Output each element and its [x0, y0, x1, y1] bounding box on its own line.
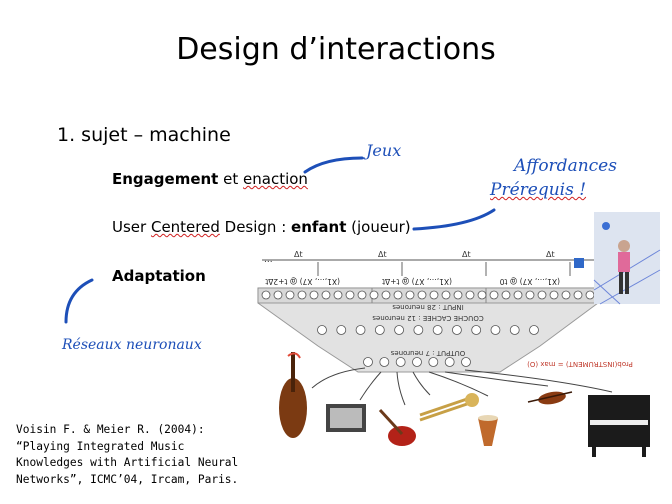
neuron: [381, 290, 391, 300]
item-engagement: Engagement et enaction: [112, 170, 308, 188]
citation-line4: Networks”, ICMC’04, Ircam, Paris.: [16, 472, 239, 486]
neuron: [428, 357, 439, 367]
time-label-2: (X1,…, X7) @ t+Δt: [382, 277, 452, 286]
neuron: [317, 325, 327, 335]
neuron: [477, 290, 487, 300]
neuron: [537, 290, 547, 300]
neuron: [461, 357, 471, 367]
neuron: [465, 290, 475, 300]
neuron: [379, 357, 390, 367]
annotation-reseaux-neuronaux: Réseaux neuronaux: [62, 337, 202, 353]
neuron: [405, 290, 415, 300]
neuron: [345, 290, 355, 300]
enaction-word: enaction: [243, 170, 308, 188]
neuron: [333, 290, 343, 300]
input-layer-label: INPUT : 28 neurones: [392, 303, 464, 311]
neuron: [336, 325, 347, 335]
hidden-neurons: [317, 325, 539, 335]
citation-line2: “Playing Integrated Music: [16, 439, 185, 453]
time-label-3: (X1,…, X7) @ t0: [499, 277, 560, 286]
output-layer-label: OUTPUT : 7 neurones: [390, 349, 465, 357]
neuron: [453, 290, 463, 300]
input-neurons: [261, 290, 595, 300]
time-label-1: (X1,…, X7) @ t+2Δt: [265, 277, 340, 286]
citation: Voisin F. & Meier R. (2004): “Playing In…: [16, 422, 238, 488]
neuron: [369, 290, 379, 300]
item-user-centered-design: User Centered Design : enfant (joueur): [112, 218, 411, 236]
neuron: [394, 325, 404, 335]
slide-title: Design d’interactions: [176, 32, 496, 67]
neuron: [429, 290, 439, 300]
neuron: [355, 325, 366, 335]
item-adaptation: Adaptation: [112, 267, 206, 285]
delta-t-1: Δt: [294, 250, 303, 259]
neuron: [417, 290, 427, 300]
ucd-part1: User: [112, 218, 151, 236]
neuron: [441, 290, 451, 300]
neuron: [471, 325, 482, 335]
guitar-image: [378, 408, 416, 446]
neuron: [561, 290, 571, 300]
neuron: [513, 290, 523, 300]
annotation-affordances: Affordances: [514, 156, 617, 176]
accordion-image: [326, 404, 366, 432]
neuron: [363, 357, 373, 367]
neuron: [490, 325, 501, 335]
engagement-et: et: [218, 170, 244, 188]
neuron: [525, 290, 535, 300]
neuron: [309, 290, 319, 300]
neuron: [413, 325, 424, 335]
ellipsis-label: ...: [264, 255, 273, 265]
ucd-centered: Centered: [150, 218, 220, 236]
delta-t-4: Δt: [546, 250, 555, 259]
engagement-bold: Engagement: [112, 170, 219, 188]
neuron: [529, 325, 539, 335]
swoosh-ucd: [412, 208, 496, 231]
neuron: [273, 290, 283, 300]
neuron: [374, 325, 385, 335]
piano-image: [588, 395, 650, 457]
cello-image: [279, 352, 307, 438]
citation-line1: Voisin F. & Meier R. (2004):: [16, 423, 205, 436]
ucd-enfant: enfant: [291, 218, 347, 236]
hidden-layer-label: COUCHE CACHEE : 12 neurones: [372, 314, 484, 322]
child-video-thumbnail: [574, 212, 661, 305]
neuron: [509, 325, 520, 335]
neuron: [573, 290, 583, 300]
neuron: [489, 290, 499, 300]
neuron: [585, 290, 595, 300]
delta-t-2: Δt: [378, 250, 387, 259]
ucd-part3: (joueur): [346, 218, 411, 236]
neuron: [432, 325, 443, 335]
citation-line3: Knowledges with Artificial Neural: [16, 456, 239, 469]
trombone-image: [419, 393, 479, 422]
neuron: [452, 325, 462, 335]
item-sujet-machine: 1. sujet – machine: [57, 124, 231, 146]
neuron: [261, 290, 271, 300]
swoosh-adaptation: [64, 278, 94, 324]
output-arrows: [311, 367, 613, 406]
djembe-image: [478, 415, 498, 446]
annotation-prerequis: Prérequis !: [490, 180, 587, 200]
violin-image: [527, 391, 573, 405]
neuron: [393, 290, 403, 300]
neuron: [549, 290, 559, 300]
neuron: [501, 290, 511, 300]
neuron: [321, 290, 331, 300]
ucd-part2: Design :: [219, 218, 292, 236]
output-neurons: [363, 357, 471, 367]
annotation-jeux: Jeux: [366, 141, 402, 160]
adaptation-bold: Adaptation: [112, 267, 206, 285]
neuron: [357, 290, 367, 300]
prob-label: Prob(INSTRUMENT) = max (O): [527, 360, 633, 368]
neuron: [395, 357, 406, 367]
neuron: [444, 357, 455, 367]
neuron: [285, 290, 295, 300]
neuron: [412, 357, 422, 367]
delta-t-3: Δt: [462, 250, 471, 259]
swoosh-jeux: [303, 156, 364, 174]
neuron: [297, 290, 307, 300]
